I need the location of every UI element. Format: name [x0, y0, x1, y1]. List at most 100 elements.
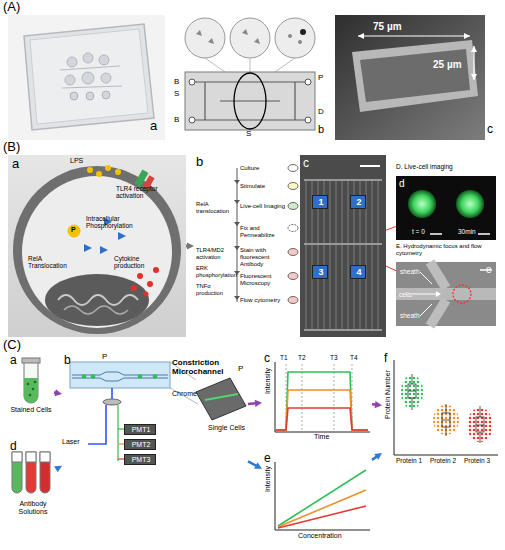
- annotation-text: P: [102, 352, 107, 361]
- annotation-text: Protein Number: [384, 370, 392, 419]
- annotation-text: TNFα production: [196, 283, 236, 296]
- annotation-text: RelA Translocation: [28, 255, 78, 270]
- annotation-text: B: [174, 115, 179, 124]
- arrow-head: [54, 389, 62, 396]
- annotation-text: PMT1: [125, 426, 157, 434]
- annotation-text: cells: [399, 291, 412, 298]
- flow-connector: [372, 453, 382, 460]
- annotation-text: Intracellular Phosphorylation: [86, 215, 144, 230]
- annotation-text: T2: [298, 354, 306, 361]
- annotation-text: PMT3: [125, 456, 157, 464]
- annotation-text: Antibody Solutions: [8, 500, 58, 516]
- pmt-box: PMT1: [124, 424, 156, 435]
- sample-panel: aStained Cells: [8, 352, 54, 424]
- annotation-text: Constriction Microchannel: [172, 358, 244, 376]
- annotation-text: TLR4/MD2 activation: [196, 247, 236, 260]
- arrow-head: [374, 453, 382, 460]
- panel-letter: c: [264, 352, 270, 366]
- region-box: 4: [350, 265, 366, 279]
- pmt-box: PMT3: [124, 454, 156, 465]
- layout-panel: bBSPBDS: [168, 15, 330, 140]
- annotation-text: Time: [314, 433, 329, 441]
- protein-plot: fProtein NumberProtein 1Protein 2Protein…: [382, 352, 500, 472]
- annotation-text: Protein 2: [430, 457, 456, 464]
- annotation-text: RelA translocation: [196, 201, 236, 214]
- annotation-text: 4: [351, 267, 367, 277]
- connector-line: [186, 245, 189, 248]
- pmt-box: PMT2: [124, 439, 156, 450]
- annotation-text: PMT2: [125, 441, 157, 449]
- flow-connector: [248, 400, 262, 407]
- annotation-text: T1: [280, 354, 288, 361]
- flow-connector: [54, 466, 62, 473]
- annotation-text: LPS: [70, 157, 83, 165]
- connector-line: [386, 266, 396, 271]
- annotation-text: Stained Cells: [8, 406, 54, 414]
- arrow-head: [254, 462, 262, 468]
- annotation-text: TLR4 receptor activation: [116, 185, 178, 200]
- annotation-text: sheath: [400, 312, 420, 319]
- connector-line: [54, 391, 57, 394]
- annotation-text: Intensity: [264, 368, 272, 394]
- flow-connector: [372, 401, 382, 408]
- annotation-text: Intensity: [264, 466, 272, 492]
- panel-letter: a: [10, 354, 17, 368]
- annotation-text: Fluorescent Microscopy: [240, 273, 288, 287]
- focusing-panel: E. Hydrodynamic focus and flow cytometry…: [396, 262, 496, 326]
- annotation-text: Concentration: [298, 532, 342, 540]
- panel-letter: b: [64, 354, 71, 368]
- annotation-text: 25 µm: [433, 59, 462, 71]
- annotation-text: P: [71, 226, 76, 234]
- annotation-text: Laser: [62, 438, 80, 446]
- region-box: 1: [312, 195, 328, 209]
- panel-letter: b: [318, 123, 324, 136]
- connector-line: [386, 226, 396, 230]
- signal-plot: cIntensityTime T1 T2 T3 T4: [262, 352, 372, 444]
- connector-line: [372, 456, 378, 460]
- flow-connector: [248, 461, 262, 468]
- annotation-text: P: [238, 364, 243, 373]
- connector-line: [56, 467, 59, 470]
- arrow-head: [54, 466, 62, 473]
- annotation-text: B: [174, 77, 179, 86]
- arrow-head: [255, 400, 262, 407]
- arrow-head: [187, 242, 194, 249]
- panel-letter: a: [12, 157, 19, 172]
- imaging-panel: D. Live-cell imagingdt = 030min: [396, 176, 496, 240]
- annotation-text: 1: [313, 197, 329, 207]
- connector-line: [248, 402, 257, 405]
- annotation-text: Chrome: [172, 390, 197, 398]
- panel-letter: a: [150, 119, 157, 134]
- antibody-panel: dAntibody Solutions: [8, 440, 58, 525]
- annotation-text: Flow cytometry: [240, 297, 288, 304]
- annotation-text: Stain with fluorescent Antibody: [240, 247, 288, 268]
- panel-letter: e: [264, 452, 271, 466]
- calibration-plot: eIntensityConcentration: [262, 452, 372, 544]
- annotation-text: Protein 1: [396, 457, 422, 464]
- annotation-text: 3: [313, 267, 329, 277]
- panel-letter: c: [303, 157, 309, 171]
- panel-label: (C): [3, 338, 21, 353]
- panel-letter: b: [196, 155, 203, 170]
- panel-letter: d: [399, 178, 405, 190]
- annotation-text: E. Hydrodynamic focus and flow cytometry: [396, 243, 496, 257]
- region-box: 2: [350, 195, 366, 209]
- connector-line: [372, 403, 377, 406]
- annotation-text: P: [318, 73, 323, 82]
- annotation-text: T4: [350, 354, 358, 361]
- system-panel: bPConstriction MicrochannelChromePSingle…: [62, 352, 248, 472]
- flow-connector: [386, 226, 396, 230]
- panel-label: (B): [3, 140, 20, 155]
- annotation-text: t = 0: [412, 228, 425, 235]
- annotation-text: Cytokine production: [114, 255, 164, 270]
- sem-panel: c75 µm25 µm: [335, 15, 500, 140]
- panel-letter: f: [384, 352, 387, 366]
- panel-letter: d: [10, 440, 17, 454]
- flow-connector: [186, 242, 194, 249]
- panel-letter: e: [486, 264, 492, 276]
- device-panel: c 1 2 3 4: [300, 155, 386, 337]
- annotation-text: T3: [330, 354, 338, 361]
- annotation-text: sheath: [400, 268, 420, 275]
- annotation-text: S: [174, 89, 179, 98]
